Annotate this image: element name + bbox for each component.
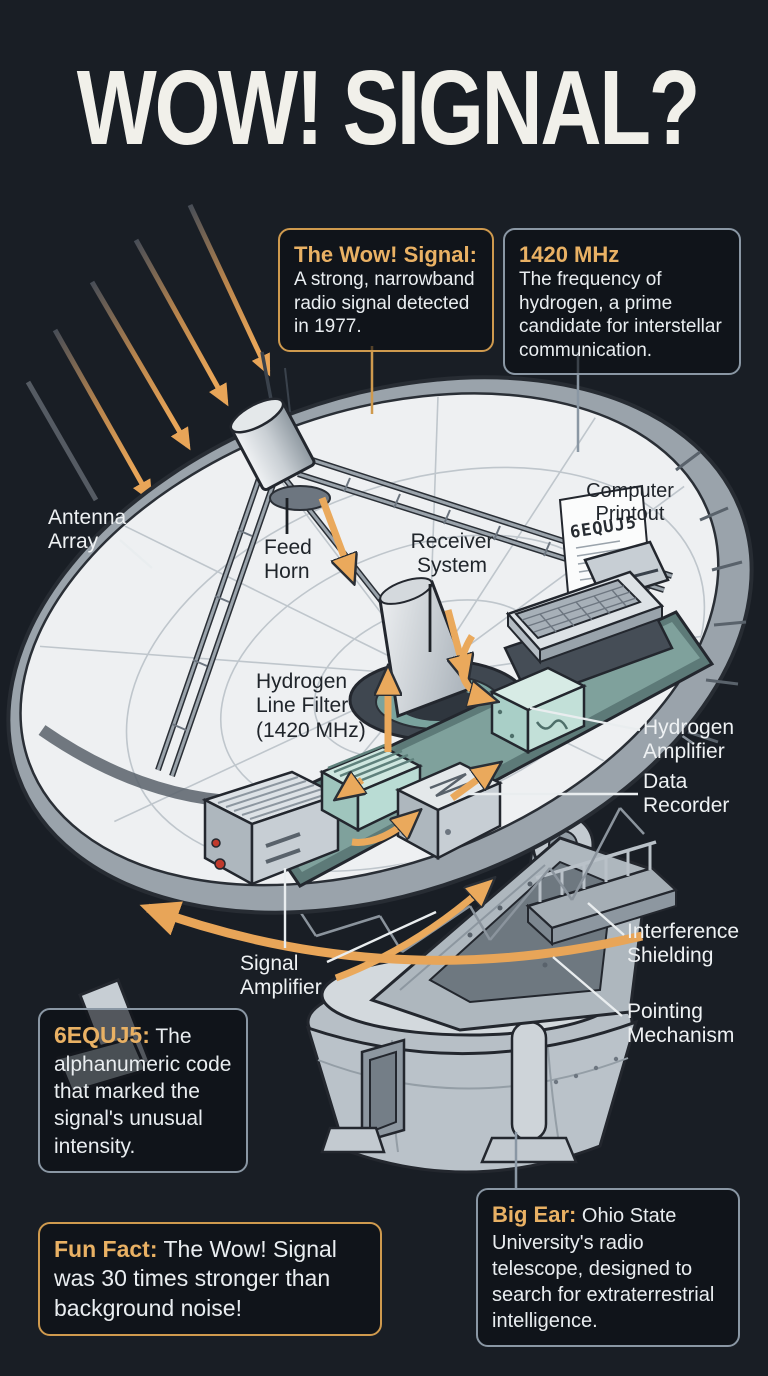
incoming-signal-arrows xyxy=(25,203,271,503)
label-hydrogen-amplifier: Hydrogen Amplifier xyxy=(643,716,735,764)
interference-shielding-platform xyxy=(525,840,679,947)
callout-6equj5-body: The alphanumeric code that marked the si… xyxy=(54,1025,232,1158)
computer-terminal: 6EQUJ5 xyxy=(503,484,674,702)
callout-fun-fact: Fun Fact: The Wow! Signal was 30 times s… xyxy=(38,1222,382,1337)
label-feed-horn: Feed Horn xyxy=(264,536,312,584)
callout-6equj5-heading: 6EQUJ5: xyxy=(54,1022,150,1048)
label-interference-shielding: Interference Shielding xyxy=(627,920,740,968)
callout-fun-fact-body: The Wow! Signal was 30 times stronger th… xyxy=(54,1236,337,1321)
leader-lines xyxy=(119,498,641,1017)
feed-horn-illustration xyxy=(229,351,331,511)
callout-wow-signal-body: A strong, narrowband radio signal detect… xyxy=(294,269,475,338)
callout-big-ear-heading: Big Ear: xyxy=(492,1202,577,1227)
callout-big-ear: Big Ear: Ohio State University's radio t… xyxy=(476,1188,740,1347)
callout-fun-fact-heading: Fun Fact: xyxy=(54,1236,158,1262)
callout-1420mhz-body: The frequency of hydrogen, a prime candi… xyxy=(519,269,722,361)
label-data-recorder: Data Recorder xyxy=(643,770,730,818)
callout-wow-signal-heading: The Wow! Signal: xyxy=(294,242,477,267)
page-title: WOW! SIGNAL? xyxy=(76,49,701,167)
label-hydrogen-line-filter-sub: (1420 MHz) xyxy=(256,718,366,742)
callout-wow-signal: The Wow! Signal: A strong, narrowband ra… xyxy=(278,228,494,352)
rotation-arrow xyxy=(139,901,644,965)
label-antenna-array: Antenna Array xyxy=(48,506,127,554)
label-computer-printout: Computer Printout xyxy=(586,480,674,526)
callout-1420mhz: 1420 MHz The frequency of hydrogen, a pr… xyxy=(503,228,741,376)
label-hydrogen-line-filter: Hydrogen Line Filter (1420 MHz) xyxy=(256,670,378,743)
label-signal-amplifier: Signal Amplifier xyxy=(240,952,322,1000)
label-hydrogen-line-filter-main: Hydrogen Line Filter xyxy=(256,670,349,718)
callout-1420mhz-heading: 1420 MHz xyxy=(519,242,620,267)
signal-flow-arrows xyxy=(318,496,496,982)
callout-6equj5: 6EQUJ5: The alphanumeric code that marke… xyxy=(38,1008,248,1174)
label-pointing-mechanism: Pointing Mechanism xyxy=(627,1000,735,1048)
label-receiver-system: Receiver System xyxy=(410,530,494,578)
callout-big-ear-body: Ohio State University's radio telescope,… xyxy=(492,1205,715,1332)
signal-amplifier-box xyxy=(201,770,342,887)
